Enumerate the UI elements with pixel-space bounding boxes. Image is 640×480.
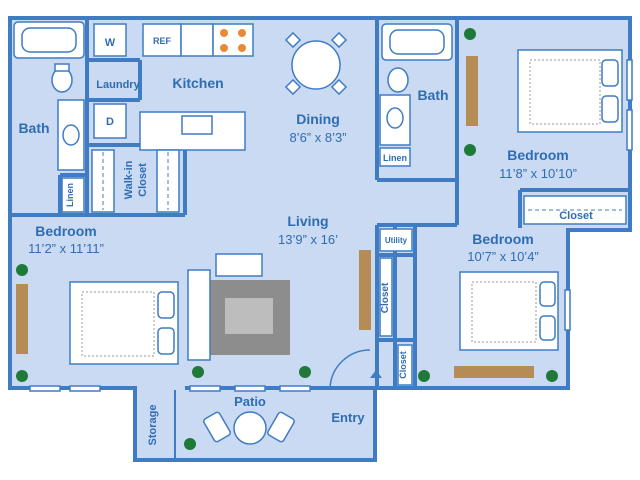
right-bath-fixtures [379,23,453,167]
closet-mid-label: Closet [380,282,391,313]
fridge-label: REF [153,36,172,46]
counter [180,23,214,57]
dryer-icon [93,103,127,139]
bedroom-tr-dimensions: 11’8” x 10’10” [499,166,577,181]
closet-fixtures-right [379,195,627,386]
patio-table-icon [174,390,295,460]
living-furniture [187,250,371,361]
sink-icon [386,107,404,129]
linen-left-label: Linen [65,183,75,207]
kitchen-fixtures [93,23,254,151]
living-label: Living [287,213,328,229]
stove-icon [212,23,254,57]
closet-tr-label: Closet [559,210,593,222]
walkin-label-2: Closet [137,163,149,197]
entry-door-icon [329,349,382,389]
closet-fixtures [61,149,180,213]
bedroom-br-label: Bedroom [472,231,533,247]
dining-label: Dining [296,111,340,127]
interior-walls [10,18,630,390]
utility-label: Utility [385,236,408,245]
storage-label: Storage [147,405,159,446]
sofa-icon [187,269,211,361]
living-dimensions: 13’9” x 16’ [278,232,338,247]
kitchen-label: Kitchen [172,75,223,91]
bath-right-label: Bath [417,87,448,103]
linen-right-label: Linen [383,153,407,163]
toilet-icon [387,67,409,93]
fridge-icon [142,23,182,57]
bedroom-left-dimensions: 11’2” x 11’11” [28,241,104,256]
dryer-label: D [106,116,114,128]
plant-icon [16,28,558,450]
bed-icon [466,49,623,133]
kitchen-sink-icon [181,115,213,135]
bed-icon-br [454,271,559,378]
bedroom-br-dimensions: 10’7” x 10’4” [467,249,539,264]
walkin-label-1: Walk-in [123,160,135,199]
patio-label: Patio [234,394,266,409]
entry-label: Entry [331,410,365,425]
laundry-label: Laundry [96,79,140,91]
windows [29,59,633,392]
bath-left-label: Bath [18,120,49,136]
bedroom-left-label: Bedroom [35,223,96,239]
washer-icon [93,23,127,57]
closet-br-label: Closet [398,351,408,379]
bed-icon-left [16,281,179,365]
dining-dimensions: 8’6” x 8’3” [289,130,346,145]
sink-icon [62,124,80,146]
washer-label: W [105,37,116,49]
dining-table-icon [284,31,348,96]
burner-icon [220,29,246,52]
left-bath-fixtures [13,21,85,171]
bedroom-tr-label: Bedroom [507,147,568,163]
